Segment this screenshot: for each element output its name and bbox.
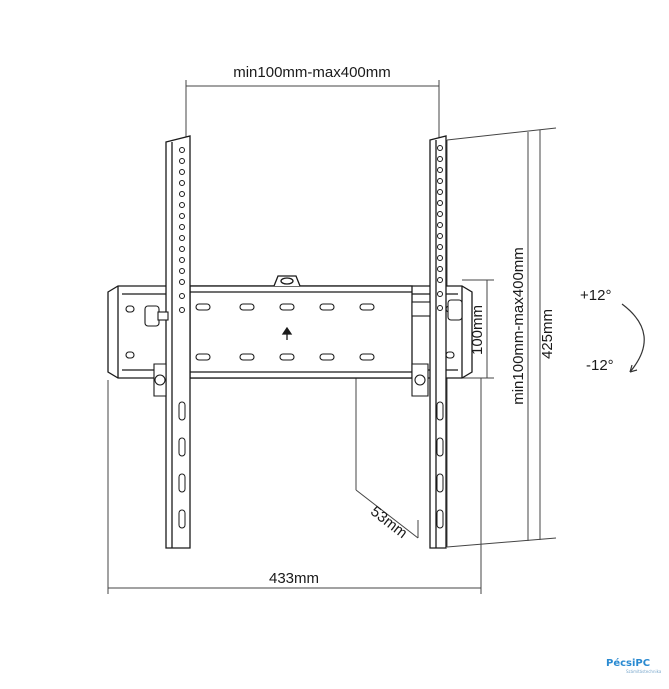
tilt-arc <box>621 303 645 373</box>
total-width-label: 433mm <box>269 570 319 587</box>
left-arm-holes <box>178 147 186 529</box>
wall-plate <box>107 275 473 379</box>
left-arm <box>165 135 191 549</box>
plate-height-label: 100mm <box>469 305 486 355</box>
tilt-down-label: -12° <box>586 357 614 374</box>
brand-logo: PécsiPC Számítástechnika <box>606 657 662 674</box>
top-width-label: min100mm-max400mm <box>233 64 391 81</box>
logo-subtitle: Számítástechnika <box>626 669 662 674</box>
right-arm-holes <box>436 145 444 529</box>
hinge-knobs <box>144 299 463 397</box>
dimension-lines <box>107 80 557 594</box>
right-vertical-label: min100mm-max400mm <box>510 247 527 405</box>
tilt-up-label: +12° <box>580 287 611 304</box>
logo-text: PécsiPC <box>606 657 650 669</box>
total-height-label: 425mm <box>539 309 556 359</box>
depth-label: 53mm <box>367 503 410 542</box>
